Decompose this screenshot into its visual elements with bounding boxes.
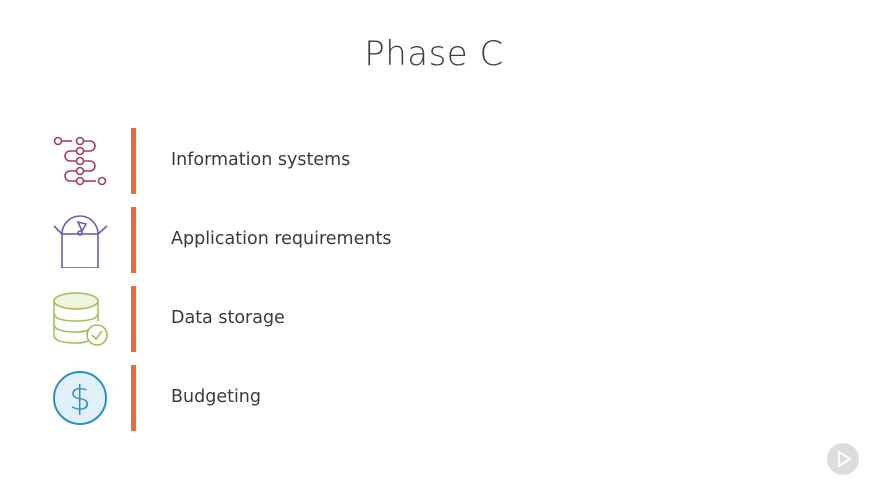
accent-bar: [131, 365, 136, 431]
play-logo-icon: [827, 443, 859, 475]
slide-title: Phase C: [364, 34, 504, 74]
list-item: Information systems: [0, 128, 876, 194]
svg-text:$: $: [69, 379, 91, 419]
dollar-coin-icon: $: [53, 371, 107, 425]
workflow-icon: [53, 136, 107, 186]
item-label: Application requirements: [171, 229, 392, 249]
accent-bar: [131, 128, 136, 194]
accent-bar: [131, 207, 136, 273]
list-item: Application requirements: [0, 207, 876, 273]
item-label: Information systems: [171, 150, 351, 170]
list-item: $ Budgeting: [0, 365, 876, 431]
accent-bar: [131, 286, 136, 352]
item-label: Data storage: [171, 308, 285, 328]
database-check-icon: [53, 292, 108, 346]
open-box-icon: [53, 215, 108, 268]
item-label: Budgeting: [171, 387, 262, 407]
list-item: Data storage: [0, 286, 876, 352]
